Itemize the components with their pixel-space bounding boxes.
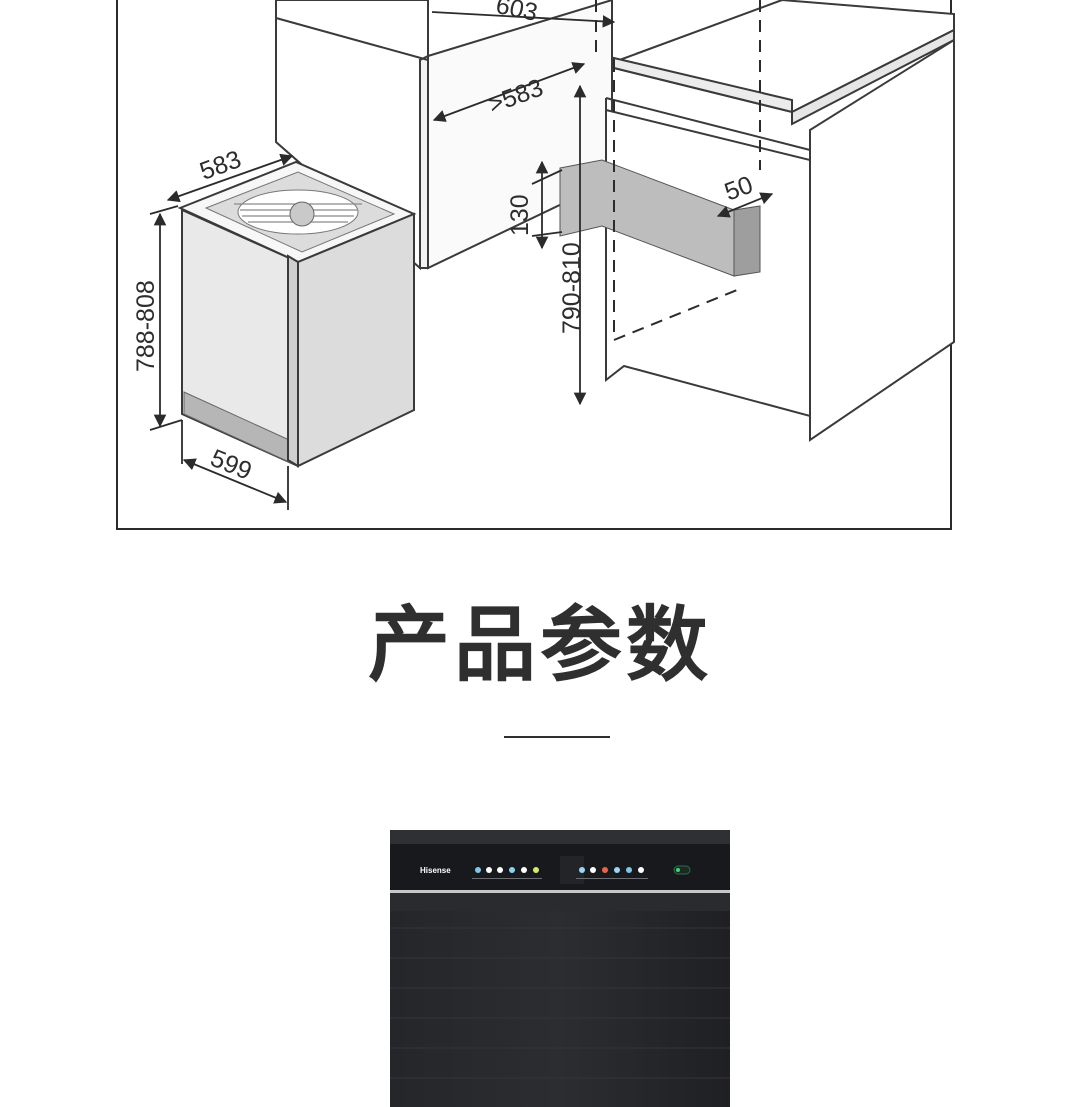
dim-niche-top-width: 603 — [493, 0, 540, 27]
dim-niche-height: 790-810 — [558, 242, 586, 334]
installation-diagram: 603 >583 583 788-808 599 130 50 790-810 — [116, 0, 955, 530]
dim-appliance-height: 788-808 — [132, 280, 160, 372]
hidden-lines — [595, 0, 761, 341]
dim-appliance-width: 599 — [207, 444, 256, 486]
brand-logo: Hisense — [420, 866, 451, 875]
title-divider — [504, 736, 610, 738]
dimension-lines — [149, 11, 774, 510]
dim-plinth-height: 130 — [506, 194, 534, 236]
control-panel-buttons — [475, 856, 691, 884]
section-title: 产品参数 — [367, 598, 712, 693]
right-cabinet — [605, 0, 955, 442]
installation-drawing: 603 >583 583 788-808 599 130 50 790-810 — [132, 0, 955, 510]
dim-appliance-depth: 583 — [196, 145, 245, 186]
dishwasher-product-image: Hisense — [390, 830, 730, 1107]
dishwasher-drawing — [177, 160, 417, 468]
